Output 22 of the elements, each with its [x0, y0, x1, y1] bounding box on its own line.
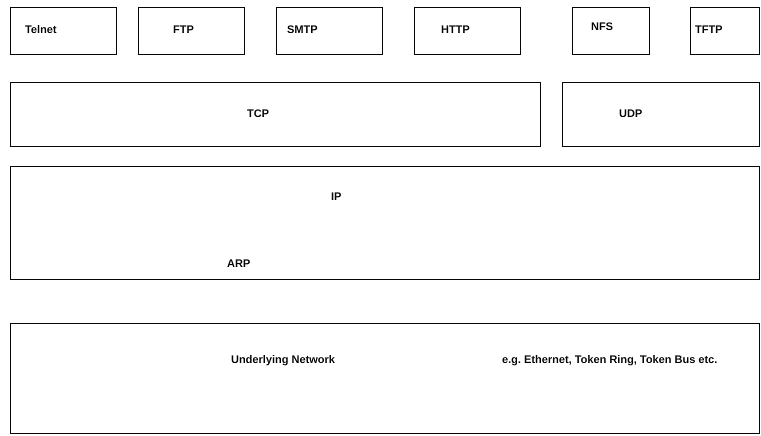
- layer-note: ARP: [227, 258, 250, 271]
- layer-box: [10, 82, 541, 147]
- layer-box: [690, 7, 760, 55]
- layer-box: [138, 7, 245, 55]
- layer-box: [572, 7, 650, 55]
- layer-label: NFS: [591, 21, 613, 34]
- layer-label: IP: [331, 191, 342, 204]
- layer-label: Underlying Network: [231, 354, 335, 367]
- layer-label: UDP: [619, 108, 642, 121]
- layer-label: Telnet: [25, 24, 57, 37]
- layer-box: [10, 7, 117, 55]
- layer-label: TCP: [247, 108, 269, 121]
- layer-label: HTTP: [441, 24, 470, 37]
- layer-label: TFTP: [695, 24, 722, 37]
- layer-label: SMTP: [287, 24, 318, 37]
- layer-note: e.g. Ethernet, Token Ring, Token Bus etc.: [502, 354, 718, 367]
- layer-box: [562, 82, 760, 147]
- layer-box: [10, 323, 760, 434]
- layer-box: [414, 7, 521, 55]
- layer-box: [10, 166, 760, 280]
- layer-box: [276, 7, 383, 55]
- layer-label: FTP: [173, 24, 194, 37]
